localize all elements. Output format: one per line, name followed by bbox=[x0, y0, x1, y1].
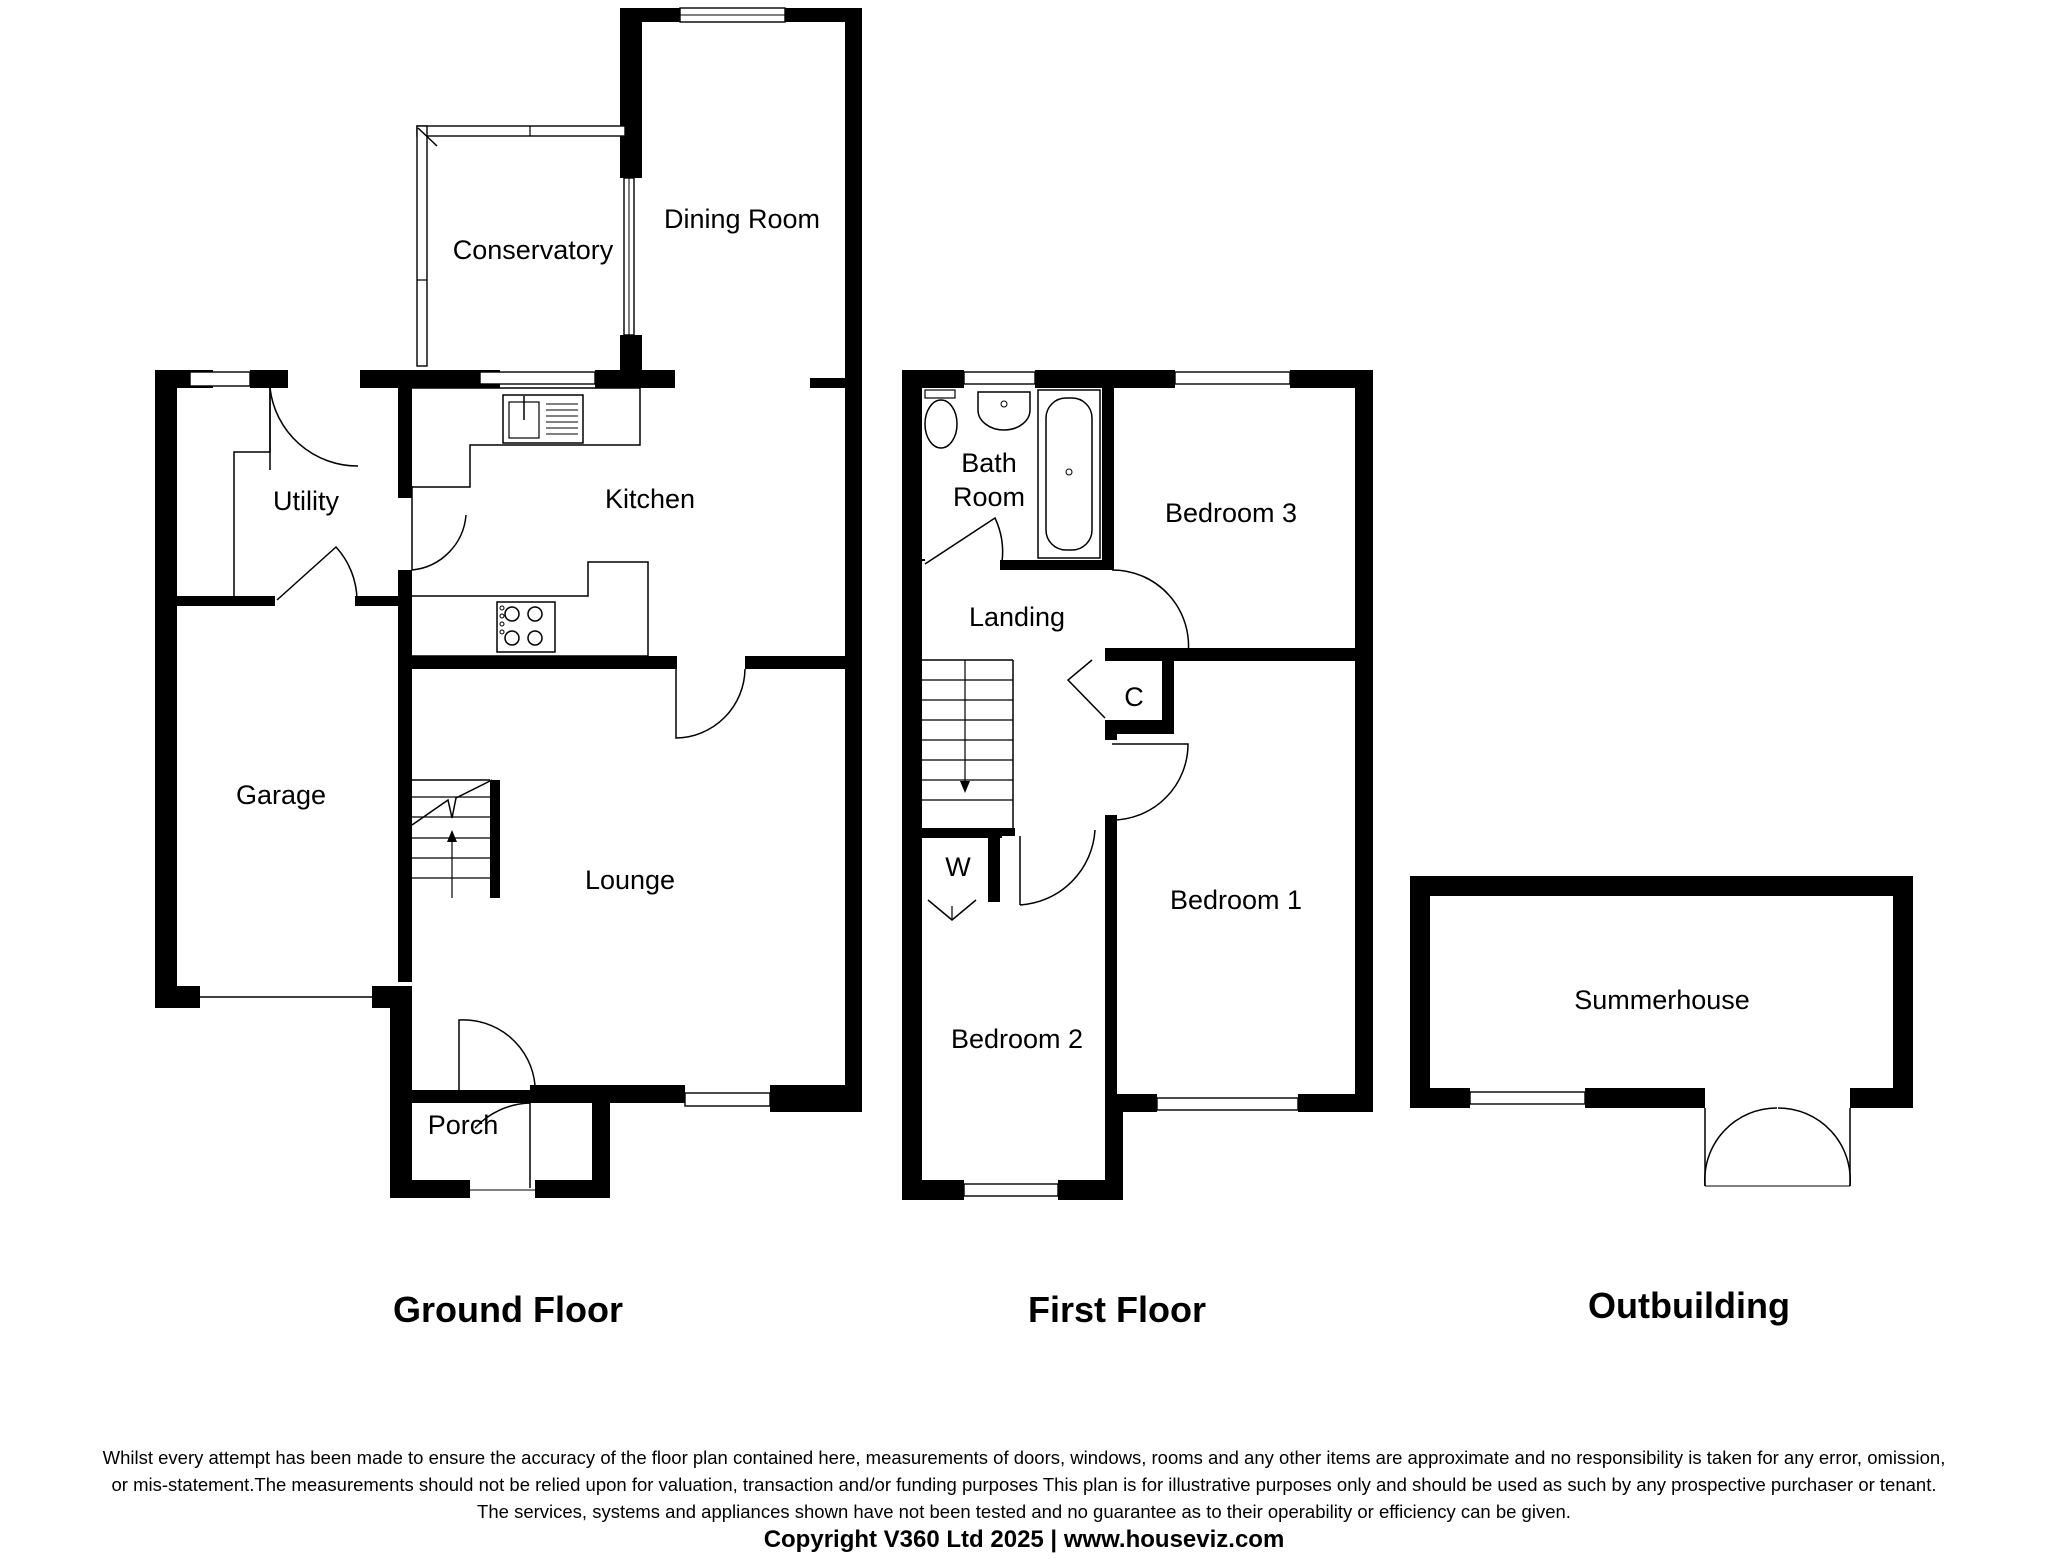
room-label-utility: Utility bbox=[273, 486, 339, 516]
utility-window-icon bbox=[189, 371, 251, 387]
summerhouse-window-icon bbox=[1469, 1091, 1586, 1105]
room-label-bedroom-1: Bedroom 1 bbox=[1170, 885, 1302, 915]
dining-side-window-icon bbox=[623, 177, 635, 336]
room-label-garage: Garage bbox=[236, 780, 326, 810]
disclaimer-line: Whilst every attempt has been made to en… bbox=[102, 1447, 1946, 1468]
room-label-wardrobe: W bbox=[945, 852, 971, 882]
floor-title-outbuilding: Outbuilding bbox=[1588, 1285, 1790, 1326]
floor-title-first: First Floor bbox=[1028, 1289, 1206, 1330]
room-label-landing: Landing bbox=[969, 602, 1065, 632]
room-label-bath-line2: Room bbox=[953, 482, 1025, 512]
room-label-porch: Porch bbox=[428, 1110, 499, 1140]
kitchen-window-icon bbox=[479, 371, 596, 385]
room-label-bath-line1: Bath bbox=[961, 448, 1017, 478]
bedroom3-door-swing bbox=[1111, 569, 1190, 656]
disclaimer-line: or mis-statement.The measurements should… bbox=[111, 1474, 1937, 1495]
floor-title-ground: Ground Floor bbox=[393, 1289, 623, 1330]
copyright-notice: Copyright V360 Ltd 2025 | www.houseviz.c… bbox=[763, 1526, 1285, 1553]
lounge-staircase-icon bbox=[411, 779, 500, 898]
conservatory-glazing bbox=[416, 125, 626, 367]
dining-window-icon bbox=[679, 7, 786, 23]
room-label-cupboard: C bbox=[1124, 682, 1144, 712]
basin-icon bbox=[977, 391, 1031, 431]
bedroom1-window-icon bbox=[1156, 1097, 1299, 1111]
bedroom2-window-icon bbox=[963, 1183, 1059, 1197]
kitchen-lounge-door-swing bbox=[675, 668, 746, 739]
disclaimer-line: The services, systems and appliances sho… bbox=[477, 1501, 1571, 1522]
toilet-icon bbox=[924, 389, 958, 449]
porch-front-door-swing bbox=[474, 1102, 531, 1188]
bedroom3-window-icon bbox=[1174, 371, 1291, 385]
room-label-lounge: Lounge bbox=[585, 865, 675, 895]
cupboard-door-swing bbox=[1066, 659, 1106, 719]
ground-floor-plan: Conservatory Dining Room Utility Kitchen… bbox=[155, 7, 862, 1330]
hob-icon bbox=[496, 601, 556, 653]
bedroom2-door-swing bbox=[1019, 829, 1096, 906]
first-floor-plan: Bath Room Bedroom 3 Landing C W Bedroom … bbox=[902, 370, 1373, 1330]
utility-back-door-swing bbox=[269, 387, 359, 467]
room-label-bedroom-2: Bedroom 2 bbox=[951, 1024, 1083, 1054]
lounge-porch-door-swing bbox=[458, 1019, 536, 1090]
room-label-bedroom-3: Bedroom 3 bbox=[1165, 498, 1297, 528]
room-label-dining-room: Dining Room bbox=[664, 204, 820, 234]
kitchen-sink-icon bbox=[502, 394, 584, 444]
bath-icon bbox=[1037, 389, 1101, 559]
bedroom1-door-swing bbox=[1111, 743, 1189, 821]
room-label-kitchen: Kitchen bbox=[605, 484, 695, 514]
bathroom-window-icon bbox=[963, 371, 1036, 385]
utility-garage-door-swing bbox=[276, 545, 358, 601]
lounge-window-icon bbox=[684, 1092, 771, 1107]
summerhouse-double-door-swing bbox=[1704, 1107, 1851, 1187]
landing-staircase-icon bbox=[922, 659, 1015, 836]
disclaimer: Whilst every attempt has been made to en… bbox=[0, 1444, 2048, 1525]
outbuilding-plan: Summerhouse Outbuilding bbox=[1410, 876, 1913, 1326]
utility-kitchen-door-swing bbox=[411, 486, 467, 571]
room-label-summerhouse: Summerhouse bbox=[1574, 985, 1750, 1015]
bathroom-door-swing bbox=[924, 516, 1004, 565]
room-label-conservatory: Conservatory bbox=[453, 235, 614, 265]
